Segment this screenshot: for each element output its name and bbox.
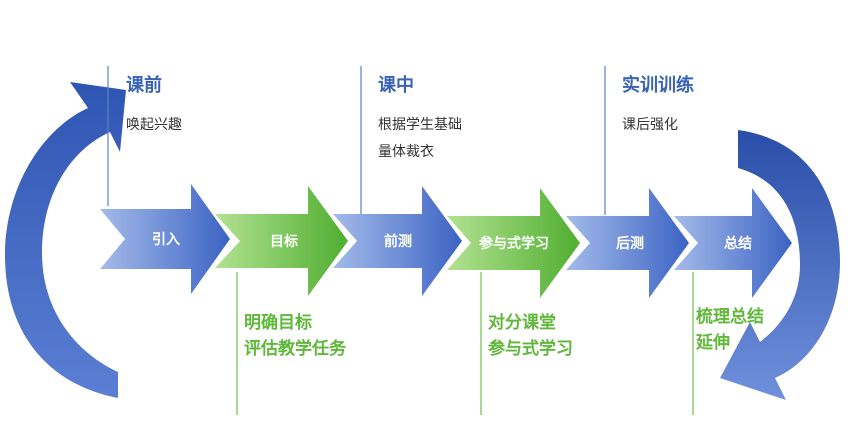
step-posttest-shape xyxy=(566,188,689,298)
step-pretest-shape xyxy=(333,186,462,296)
step-participatory: 参与式学习 xyxy=(447,188,580,298)
step-posttest: 后测 xyxy=(566,188,689,298)
step-goal-label: 目标 xyxy=(270,233,298,250)
label-goal-line-1: 明确目标 xyxy=(244,313,312,333)
step-intro-shape xyxy=(100,184,230,294)
label-goal-line-2: 评估教学任务 xyxy=(244,339,346,359)
step-intro: 引入 xyxy=(100,184,230,294)
step-pretest: 前测 xyxy=(333,186,462,296)
right-curved-arrow xyxy=(720,130,840,400)
step-posttest-label: 后测 xyxy=(616,235,644,252)
step-participatory-shape xyxy=(447,188,580,298)
label-summary-line-1: 梳理总结 xyxy=(696,307,764,327)
label-in-class-title: 课中 xyxy=(378,75,414,96)
step-chevrons: 引入 目标 前测 参与式学习 后测 总结 xyxy=(100,184,792,298)
label-participatory-line-2: 参与式学习 xyxy=(488,339,573,359)
step-goal: 目标 xyxy=(215,186,348,296)
step-summary: 总结 xyxy=(674,188,792,298)
label-participatory-line-1: 对分课堂 xyxy=(488,313,556,333)
step-participatory-label: 参与式学习 xyxy=(479,235,549,252)
left-curved-arrow xyxy=(5,82,126,398)
label-pre-class-title: 课前 xyxy=(126,75,162,96)
label-pre-class-desc: 唤起兴趣 xyxy=(126,117,182,133)
step-pretest-label: 前测 xyxy=(384,233,412,250)
label-training-desc: 课后强化 xyxy=(622,117,678,133)
label-in-class-desc-1: 根据学生基础 xyxy=(378,117,462,133)
guide-lines xyxy=(107,66,694,415)
step-summary-shape xyxy=(674,188,792,298)
step-summary-label: 总结 xyxy=(724,235,752,252)
label-in-class-desc-2: 量体裁衣 xyxy=(378,144,434,160)
step-intro-label: 引入 xyxy=(152,232,180,248)
step-goal-shape xyxy=(215,186,348,296)
label-summary-line-2: 延伸 xyxy=(696,333,730,353)
label-training-title: 实训训练 xyxy=(622,75,694,96)
